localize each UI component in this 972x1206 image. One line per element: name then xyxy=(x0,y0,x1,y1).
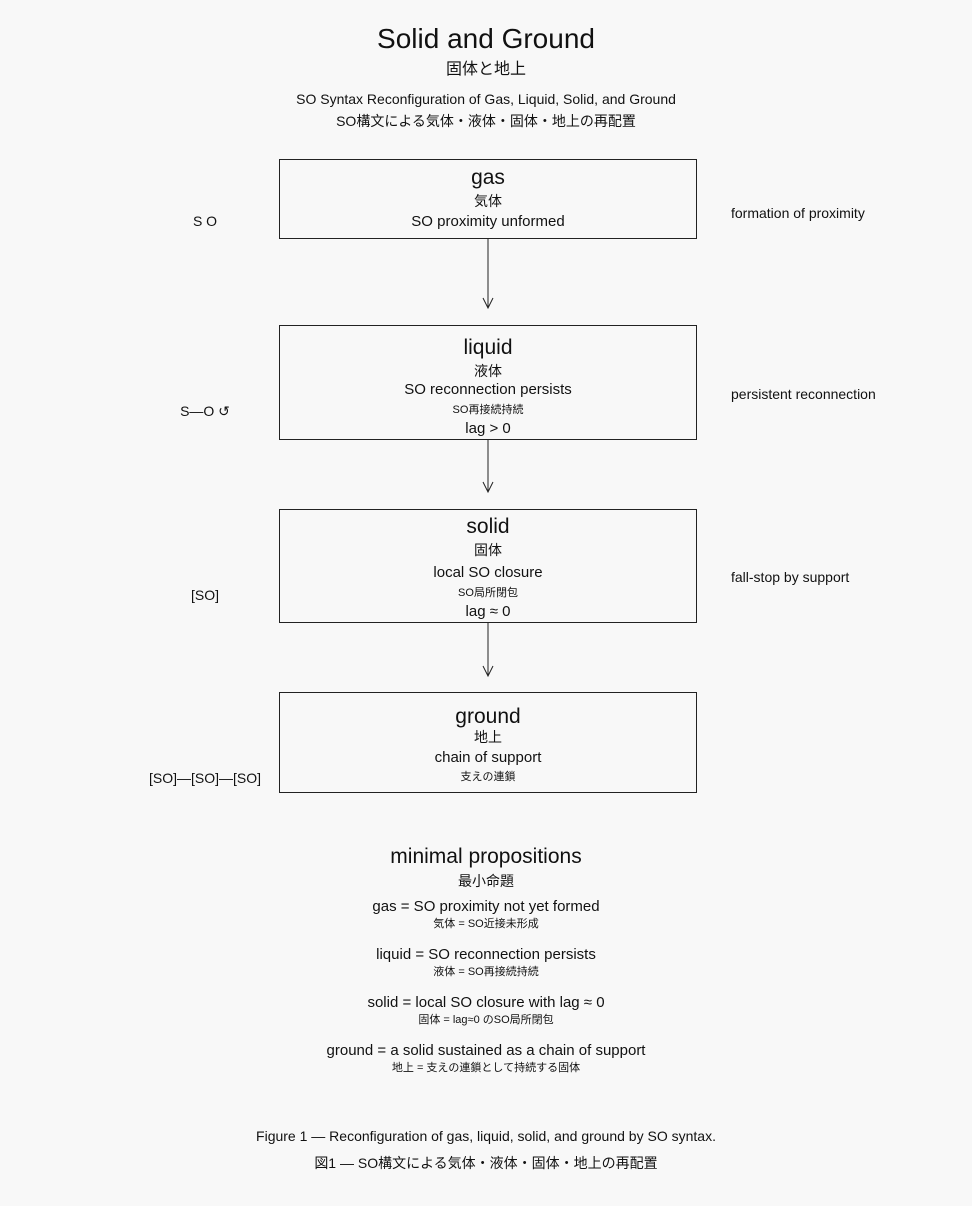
ground-box: ground 地上 chain of support 支えの連鎖 xyxy=(279,692,697,793)
gas-box: gas 気体 SO proximity unformed xyxy=(279,159,697,239)
ground-notation: [SO]—[SO]—[SO] xyxy=(148,770,262,786)
liquid-notation: S—O ↺ xyxy=(180,403,230,419)
solid-title-jp: 固体 xyxy=(474,542,502,558)
arrow-gas-liquid-head xyxy=(482,297,494,310)
liquid-lag: lag > 0 xyxy=(465,420,511,437)
proposition-solid-jp: 固体 = lag≈0 のSO局所閉包 xyxy=(418,1014,554,1026)
ground-title-jp: 地上 xyxy=(474,729,502,745)
liquid-title: liquid xyxy=(463,336,513,359)
ground-title: ground xyxy=(455,705,521,728)
gas-title: gas xyxy=(471,166,505,189)
figure-title: Solid and Ground xyxy=(377,23,595,54)
propositions-title: minimal propositions xyxy=(390,845,582,868)
liquid-title-jp: 液体 xyxy=(474,363,502,379)
gas-title-jp: 気体 xyxy=(474,193,502,209)
figure-title-jp: 固体と地上 xyxy=(445,61,526,78)
solid-transition-label: fall-stop by support xyxy=(731,569,850,585)
figure-caption: Figure 1 — Reconfiguration of gas, liqui… xyxy=(256,1128,716,1144)
propositions-title-jp: 最小命題 xyxy=(458,873,514,889)
proposition-ground-jp: 地上 = 支えの連鎖として持続する固体 xyxy=(391,1062,581,1074)
proposition-solid: solid = local SO closure with lag ≈ 0 xyxy=(367,994,605,1011)
figure-subtitle: SO Syntax Reconfiguration of Gas, Liquid… xyxy=(296,91,676,107)
ground-description-jp: 支えの連鎖 xyxy=(460,771,516,783)
solid-lag: lag ≈ 0 xyxy=(465,603,511,620)
proposition-gas-jp: 気体 = SO近接未形成 xyxy=(433,918,539,930)
solid-title: solid xyxy=(466,515,510,538)
liquid-description-jp: SO再接続持続 xyxy=(452,404,524,416)
solid-box: solid 固体 local SO closure SO局所閉包 lag ≈ 0 xyxy=(279,509,697,623)
figure-subtitle-jp: SO構文による気体・液体・固体・地上の再配置 xyxy=(336,113,636,129)
solid-description: local SO closure xyxy=(433,564,543,581)
gas-description: SO proximity unformed xyxy=(411,213,565,230)
proposition-gas: gas = SO proximity not yet formed xyxy=(372,898,600,915)
proposition-liquid: liquid = SO reconnection persists xyxy=(376,946,596,963)
proposition-ground: ground = a solid sustained as a chain of… xyxy=(326,1042,646,1059)
ground-description: chain of support xyxy=(434,749,542,766)
gas-notation: S O xyxy=(192,213,218,229)
liquid-transition-label: persistent reconnection xyxy=(731,386,876,402)
liquid-description: SO reconnection persists xyxy=(404,381,572,398)
gas-transition-label: formation of proximity xyxy=(731,205,865,221)
arrow-liquid-solid-head xyxy=(482,481,494,494)
figure-caption-jp: 図1 — SO構文による気体・液体・固体・地上の再配置 xyxy=(314,1155,658,1171)
proposition-liquid-jp: 液体 = SO再接続持続 xyxy=(433,966,539,978)
arrow-solid-ground-head xyxy=(482,665,494,678)
liquid-box: liquid 液体 SO reconnection persists SO再接続… xyxy=(279,325,697,440)
solid-description-jp: SO局所閉包 xyxy=(458,587,518,599)
solid-notation: [SO] xyxy=(190,587,219,603)
